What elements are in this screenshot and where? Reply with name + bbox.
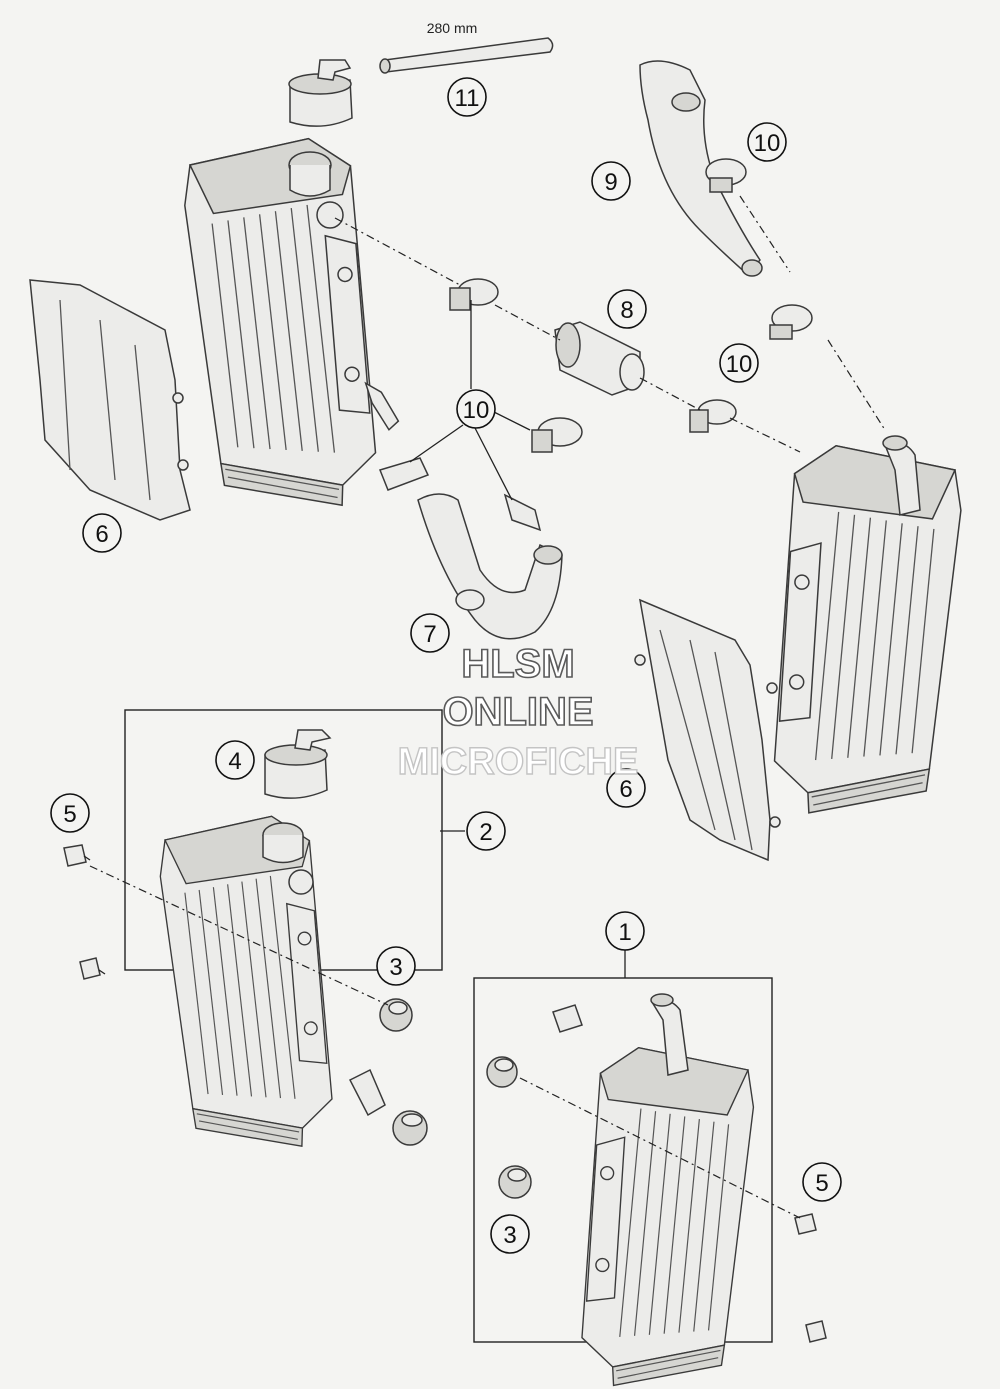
filler-cap-4 (264, 729, 332, 799)
svg-text:6: 6 (619, 776, 632, 803)
callout-6-left: 6 (82, 513, 122, 553)
callout-3-left: 3 (376, 946, 416, 986)
svg-text:10: 10 (754, 130, 781, 157)
svg-text:5: 5 (63, 801, 76, 828)
hose-clamp-center-right (689, 399, 737, 433)
svg-text:5: 5 (815, 1170, 828, 1197)
svg-text:9: 9 (604, 169, 617, 196)
radiator-shroud-left (29, 279, 191, 521)
svg-text:HLSM: HLSM (461, 642, 574, 686)
filler-neck-left (288, 151, 344, 229)
callout-10-center: 10 (456, 389, 496, 429)
callout-1: 1 (605, 911, 645, 951)
watermark: HLSM ONLINE MICROFICHE (397, 641, 639, 784)
svg-text:11: 11 (455, 85, 480, 112)
hose-9 (639, 60, 763, 277)
callout-11: 11 (447, 77, 487, 117)
svg-text:4: 4 (228, 748, 241, 775)
svg-text:2: 2 (479, 819, 492, 846)
screw-left-lower (79, 957, 106, 980)
callout-4: 4 (215, 740, 255, 780)
filler-cap-top (288, 59, 353, 127)
callout-9: 9 (591, 161, 631, 201)
screw-right-upper (794, 1213, 817, 1235)
hose-clamp-center-upper (449, 278, 499, 311)
hose-clamp-top (705, 158, 747, 193)
callout-leaders (409, 300, 626, 978)
callout-10-top: 10 (747, 122, 787, 162)
svg-text:MICROFICHE: MICROFICHE (398, 741, 639, 783)
hose-clamp-center-lower (531, 417, 583, 453)
svg-text:8: 8 (620, 297, 633, 324)
assembly-lines (89, 195, 886, 1219)
svg-text:10: 10 (463, 397, 490, 424)
svg-text:6: 6 (95, 521, 108, 548)
callout-8: 8 (607, 289, 647, 329)
outlet-pipe-right (882, 435, 921, 516)
svg-text:3: 3 (503, 1222, 516, 1249)
screw-left-upper (63, 844, 91, 867)
hose-connector-8 (554, 321, 645, 396)
grommet-left-upper (379, 998, 413, 1032)
callout-3-right: 3 (490, 1214, 530, 1254)
filler-neck-left-kit (262, 822, 386, 1117)
svg-text:ONLINE: ONLINE (442, 690, 593, 734)
callout-5-right: 5 (802, 1162, 842, 1202)
callout-5-left: 5 (50, 793, 90, 833)
outlet-pipe-right-kit (552, 993, 689, 1076)
grommet-right-upper (486, 1056, 518, 1088)
svg-text:3: 3 (389, 954, 402, 981)
radiator-shroud-right (634, 598, 781, 862)
hose-clamp-right (769, 304, 813, 340)
grommet-right-lower (498, 1165, 532, 1199)
screw-right-lower (805, 1320, 827, 1343)
radiator-right-kit (578, 1044, 757, 1389)
svg-text:10: 10 (726, 351, 753, 378)
callout-2: 2 (466, 811, 506, 851)
callout-10-right: 10 (719, 343, 759, 383)
radiator-left-kit (156, 812, 336, 1156)
callout-7: 7 (410, 613, 450, 653)
svg-text:1: 1 (618, 919, 631, 946)
svg-text:7: 7 (423, 621, 436, 648)
hose-280mm (379, 37, 554, 74)
hose-7 (378, 457, 563, 640)
dimension-label: 280 mm (427, 20, 478, 36)
radiator-right-top (771, 442, 965, 821)
radiator-left-top (180, 134, 400, 516)
callout-6-right: 6 (606, 768, 646, 808)
grommet-left-lower (392, 1110, 428, 1146)
